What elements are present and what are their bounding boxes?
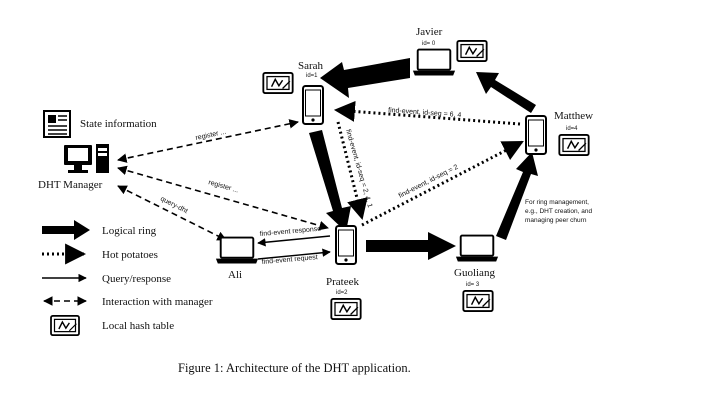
query-dht-label: query-dht	[159, 196, 189, 216]
manager-sarah-link	[117, 119, 299, 163]
smartphone-icon	[525, 114, 547, 156]
javier-id: id= 0	[422, 41, 436, 47]
manager-interaction-arrows	[117, 119, 329, 241]
ring-arrow-matthew-javier	[476, 72, 536, 113]
legend-query-response-label: Query/response	[102, 273, 171, 285]
legend-local-hash-table-label: Local hash table	[102, 320, 174, 332]
node-sarah: Sarah id=1	[262, 60, 324, 126]
dht-manager-node: DHT Manager	[38, 144, 109, 191]
hash-table-icon	[558, 134, 590, 156]
find-event-response-arrow	[257, 235, 331, 247]
legend-hot-potatoes: Hot potatoes	[42, 243, 158, 265]
ring-arrow-prateek-guoliang	[366, 232, 456, 260]
javier-name: Javier	[416, 26, 443, 38]
state-information: State information	[43, 110, 157, 138]
legend-hot-potatoes-label: Hot potatoes	[102, 249, 158, 261]
find-event-response-label: find-event response	[260, 226, 322, 238]
smartphone-icon	[302, 84, 324, 126]
note-line-2: e.g., DHT creation, and	[525, 208, 592, 215]
query-response-arrows	[257, 235, 331, 260]
desktop-computer-icon	[64, 144, 109, 173]
hash-table-icon	[330, 298, 362, 320]
hot-potato-sarah-prateek	[336, 121, 368, 221]
legend-local-hash-table: Local hash table	[50, 315, 174, 336]
newspaper-icon	[43, 110, 71, 138]
find-event-sarah-prateek-label: find-event, id-seq = 2, 4, 1	[344, 129, 373, 209]
hash-table-icon	[262, 72, 294, 94]
manager-ali-link	[117, 185, 227, 241]
hash-table-icon	[462, 290, 494, 312]
hot-potato-matthew-sarah	[333, 100, 521, 126]
ring-arrow-javier-sarah	[320, 58, 410, 98]
legend-logical-ring: Logical ring	[42, 220, 157, 240]
figure-caption: Figure 1: Architecture of the DHT applic…	[178, 361, 411, 375]
ring-management-note: For ring management, e.g., DHT creation,…	[525, 199, 592, 224]
laptop-icon	[214, 236, 260, 265]
guoliang-name: Guoliang	[454, 267, 495, 279]
hot-potato-prateek-matthew	[361, 140, 524, 227]
find-event-prateek-matthew-label: find-event, id-seq = 2	[398, 164, 460, 200]
dht-manager-label: DHT Manager	[38, 179, 103, 191]
hash-table-icon	[50, 315, 80, 336]
note-line-1: For ring management,	[525, 199, 589, 206]
manager-prateek-link	[117, 165, 329, 231]
register-label-prateek: register ...	[207, 179, 239, 194]
hash-table-icon	[456, 40, 488, 62]
node-matthew: Matthew id=4	[525, 110, 593, 156]
prateek-id: id=2	[336, 290, 348, 296]
legend-interaction-manager: Interaction with manager	[43, 296, 213, 308]
ring-arrow-guoliang-matthew	[496, 152, 538, 240]
sarah-name: Sarah	[298, 60, 324, 72]
note-line-3: managing peer churn	[525, 217, 587, 224]
legend: Logical ring Hot potatoes Query/response…	[42, 220, 213, 336]
node-guoliang: Guoliang id= 3	[454, 234, 500, 312]
ali-name: Ali	[228, 269, 242, 281]
hot-potato-arrows	[333, 100, 524, 227]
matthew-name: Matthew	[554, 110, 593, 122]
guoliang-id: id= 3	[466, 282, 480, 288]
prateek-name: Prateek	[326, 276, 359, 288]
state-information-label: State information	[80, 118, 157, 130]
legend-query-response: Query/response	[42, 273, 171, 285]
laptop-icon	[411, 48, 457, 77]
find-event-request-label: find-event request	[262, 254, 318, 266]
ring-arrow-sarah-prateek	[309, 130, 351, 232]
legend-logical-ring-label: Logical ring	[102, 225, 157, 237]
node-ali: Ali	[214, 236, 260, 281]
logical-ring-arrows	[309, 58, 538, 260]
laptop-icon	[454, 234, 500, 263]
matthew-id: id=4	[566, 126, 578, 132]
node-javier: Javier id= 0	[411, 26, 488, 77]
find-event-request-arrow	[257, 248, 331, 260]
legend-interaction-manager-label: Interaction with manager	[102, 296, 213, 308]
smartphone-icon	[335, 224, 357, 266]
sarah-id: id=1	[306, 73, 318, 79]
node-prateek: Prateek id=2	[326, 224, 362, 320]
